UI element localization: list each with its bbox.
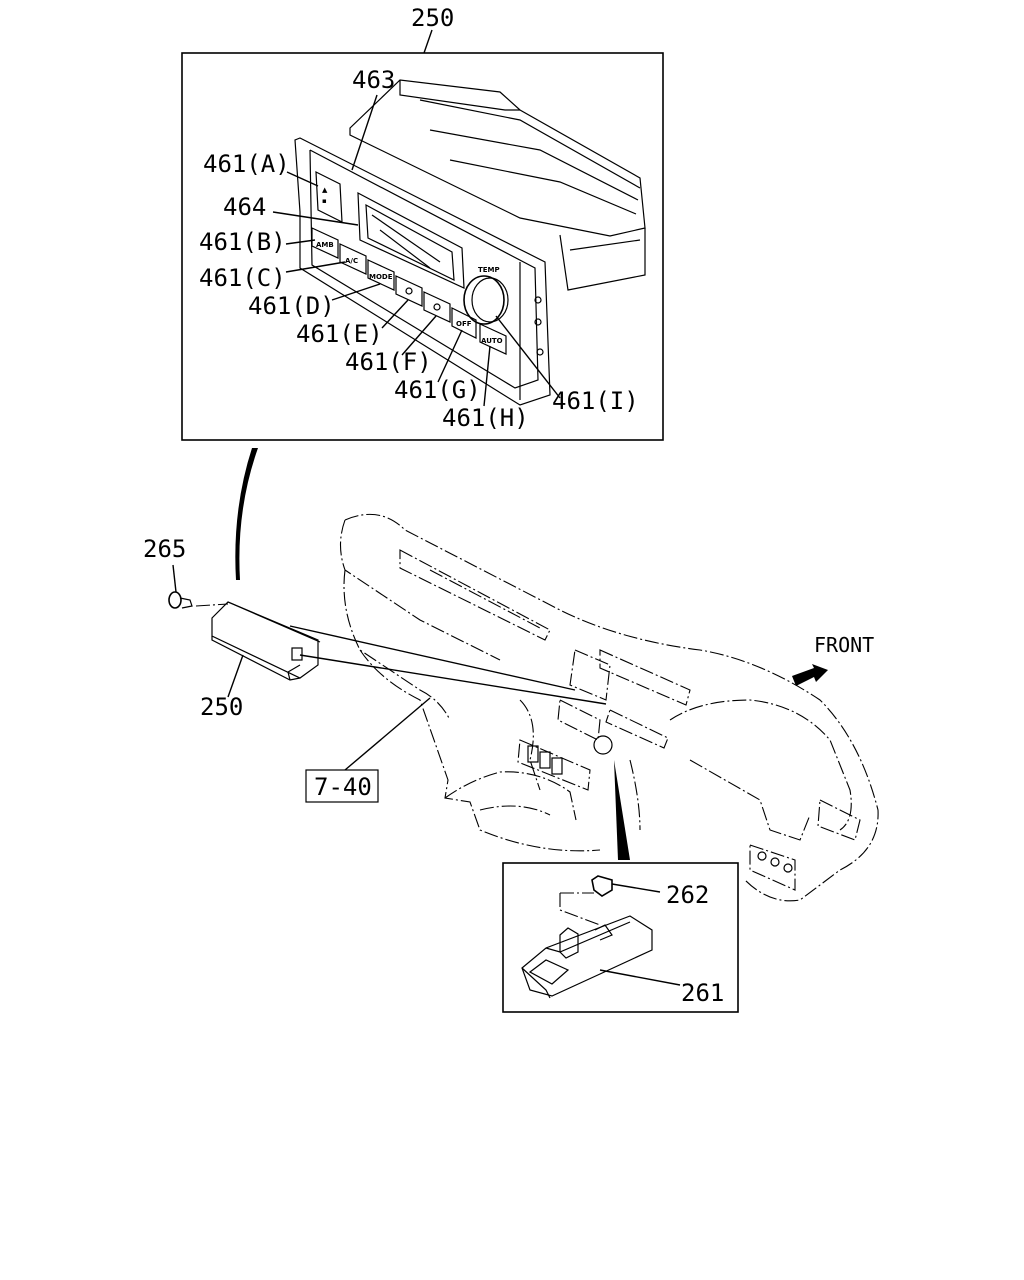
pointer-arc: [235, 448, 258, 580]
label-7-40: 7-40: [314, 773, 372, 801]
label-463: 463: [352, 66, 395, 94]
control-unit-250: [195, 601, 607, 705]
label-250: 250: [200, 693, 243, 721]
bracket-detail: [502, 862, 739, 1013]
label-461b: 461(B): [199, 228, 286, 256]
svg-text:AUTO: AUTO: [481, 337, 503, 345]
bracket-frame: [502, 862, 739, 1013]
temp-knob[interactable]: TEMP: [463, 266, 509, 325]
button-ac[interactable]: A/C: [339, 243, 367, 275]
button-f[interactable]: [423, 291, 451, 323]
label-461d: 461(D): [248, 292, 335, 320]
label-464: 464: [223, 193, 266, 221]
label-262: 262: [666, 881, 709, 909]
svg-text:OFF: OFF: [456, 320, 472, 328]
climate-control-detail: ▲ ▪ AMB A/C MODE OFF AUTO: [181, 4, 664, 441]
button-e[interactable]: [395, 275, 423, 307]
label-261: 261: [681, 979, 724, 1007]
ref-box-7-40: [305, 769, 379, 803]
svg-text:▲: ▲: [322, 186, 328, 194]
screw-265: [168, 564, 193, 609]
front-arrow-icon: [792, 664, 828, 686]
button-mode[interactable]: MODE: [367, 259, 395, 291]
button-amb[interactable]: AMB: [311, 227, 339, 259]
svg-text:TEMP: TEMP: [478, 266, 500, 274]
label-461h: 461(H): [442, 404, 529, 432]
label-461i: 461(I): [552, 387, 639, 415]
dashboard-assembly: [339, 513, 879, 902]
pointer-wedge: [614, 760, 630, 860]
button-off[interactable]: OFF: [451, 307, 477, 339]
svg-text:A/C: A/C: [345, 257, 358, 265]
button-auto[interactable]: AUTO: [479, 323, 507, 355]
label-461a: 461(A): [203, 150, 290, 178]
label-461c: 461(C): [199, 264, 286, 292]
label-265: 265: [143, 535, 186, 563]
label-front: FRONT: [814, 633, 874, 657]
svg-text:MODE: MODE: [369, 273, 393, 281]
label-461g: 461(G): [394, 376, 481, 404]
detail-frame: [181, 52, 664, 441]
label-461f: 461(F): [345, 348, 432, 376]
svg-text:▪: ▪: [322, 197, 327, 205]
label-250-top: 250: [411, 4, 454, 32]
svg-text:AMB: AMB: [316, 241, 334, 249]
label-461e: 461(E): [296, 320, 383, 348]
